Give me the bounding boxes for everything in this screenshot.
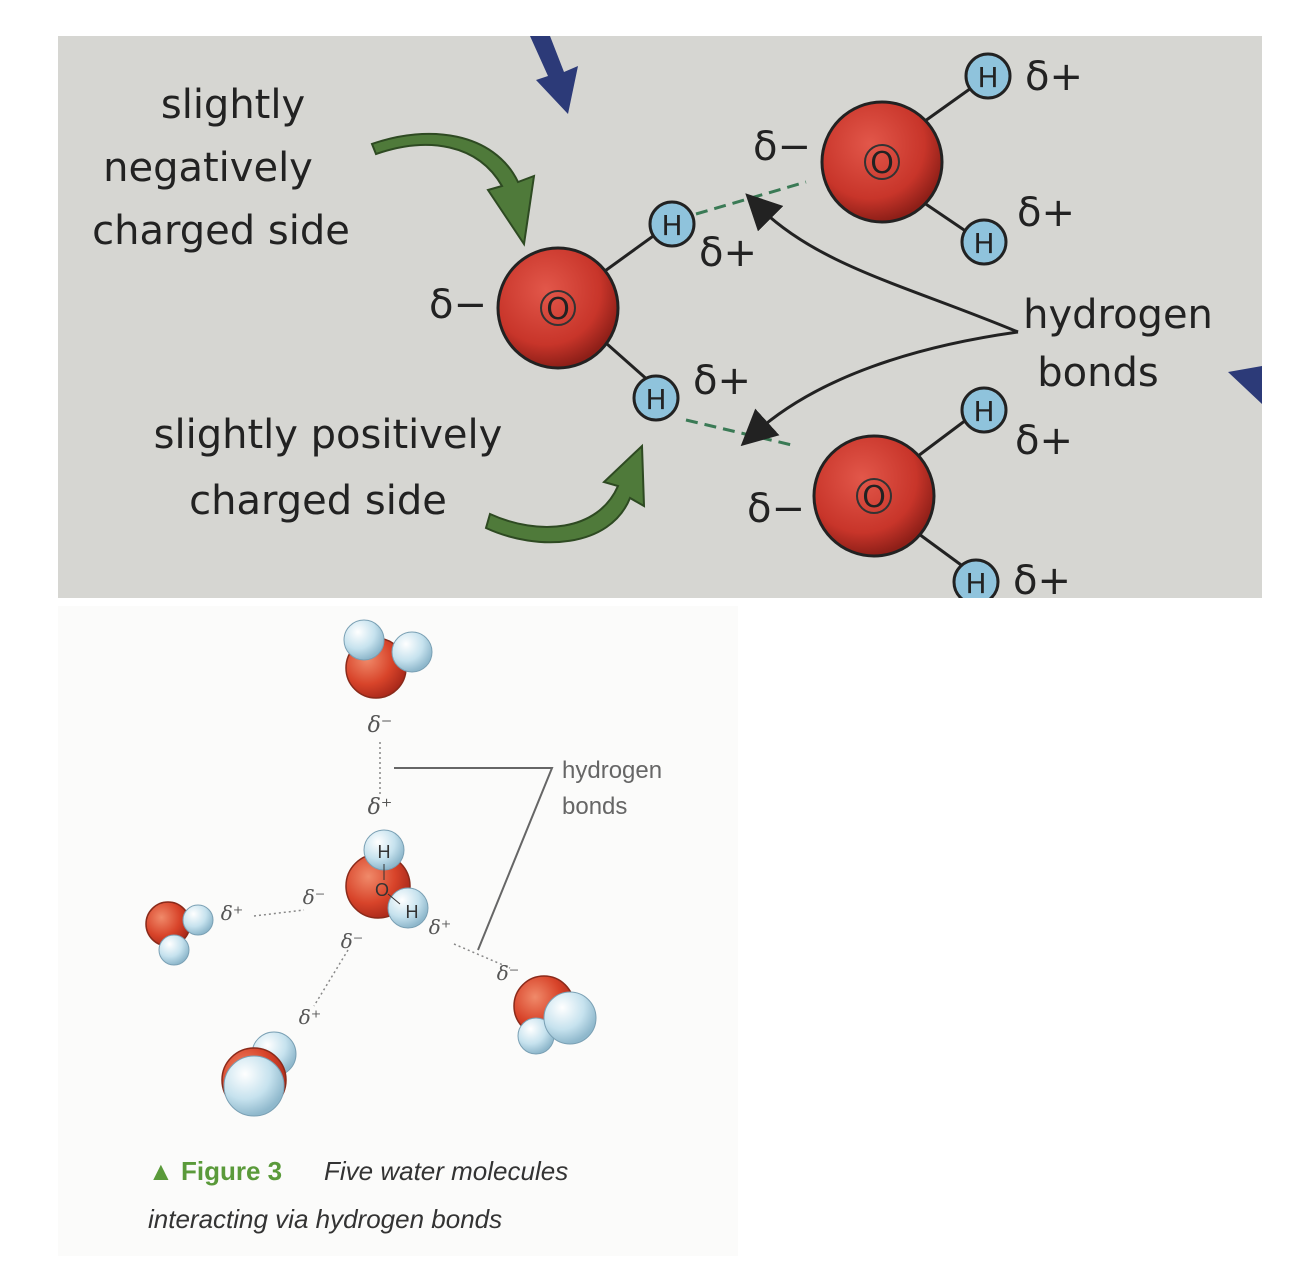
hydrogen-symbol: H <box>661 209 682 242</box>
blue-arrow-fragment-right <box>1228 366 1262 404</box>
delta-plus-label: δ⁺ <box>368 795 393 820</box>
oxygen-ring <box>856 478 892 514</box>
hbonds-leader-line <box>394 767 554 951</box>
hbond-dash-upper <box>695 180 807 216</box>
delta-plus: δ+ <box>1025 54 1083 100</box>
caption-line1: Five water molecules <box>324 1156 568 1186</box>
label-hbonds-line1: hydrogen <box>1023 292 1213 338</box>
label-negative-line3: charged side <box>92 208 350 254</box>
hydrogen-symbol: H <box>977 61 998 94</box>
bottom-diagram: H O H δ⁻ δ⁺ δ⁺ δ⁻ δ⁻ δ⁺ δ⁺ δ⁻ hydrogen b… <box>58 606 738 1256</box>
dotted-hbonds <box>253 742 511 1007</box>
blue-arrow-fragment-top <box>530 36 578 114</box>
hydrogen-atom-lower-right-top <box>960 386 1008 434</box>
delta-minus-label: δ⁻ <box>497 961 520 985</box>
center-hydrogen-symbol-right: H <box>406 902 419 922</box>
hydrogen-symbol: H <box>973 227 994 260</box>
center-hydrogen-symbol-top: H <box>378 842 391 862</box>
delta-plus: δ+ <box>1013 558 1071 598</box>
oxygen-atom-upper-right <box>820 100 944 224</box>
pointer-arrow-upper <box>745 193 1019 334</box>
delta-minus-center: δ− <box>429 282 487 328</box>
water-molecule-bottom-left <box>221 1031 297 1117</box>
figure-label: ▲ Figure 3 <box>148 1156 282 1186</box>
green-arrow-positive <box>484 443 646 544</box>
delta-minus: δ− <box>753 124 811 170</box>
hbonds-label-line1: hydrogen <box>562 757 662 784</box>
water-molecule-top <box>343 619 433 699</box>
label-negative-line2: negatively <box>103 145 313 191</box>
hydrogen-atom-upper-right-bottom <box>960 218 1008 266</box>
hydrogen-symbol: H <box>965 567 986 598</box>
delta-plus: δ+ <box>1017 190 1075 236</box>
oxygen-ring <box>540 290 576 326</box>
delta-plus-label: δ⁺ <box>429 915 452 939</box>
delta-plus-label: δ⁺ <box>221 901 244 925</box>
hydrogen-atom-upper-right-top <box>964 52 1012 100</box>
delta-plus: δ+ <box>699 230 757 276</box>
green-arrow-negative <box>370 132 536 247</box>
center-oxygen-symbol: O <box>375 880 389 900</box>
delta-minus-label: δ⁻ <box>368 713 393 738</box>
water-molecule-center <box>345 829 429 929</box>
label-hbonds-line2: bonds <box>1037 350 1158 396</box>
oxygen-atom-center <box>496 246 620 370</box>
pointer-arrow-lower <box>740 330 1019 447</box>
label-positive-line1: slightly positively <box>154 412 503 458</box>
water-molecule-left <box>145 901 214 966</box>
oxygen-atom-lower-right <box>812 434 936 558</box>
oxygen-ring <box>864 144 900 180</box>
top-diagram-svg: slightly negatively charged side slightl… <box>92 36 1262 598</box>
delta-plus-label: δ⁺ <box>299 1005 322 1029</box>
label-negative-line1: slightly <box>161 82 305 128</box>
oxygen-symbol-center: O <box>546 292 570 327</box>
delta-plus: δ+ <box>1015 418 1073 464</box>
hbonds-label-line2: bonds <box>562 793 627 820</box>
delta-minus-label: δ⁻ <box>303 885 326 909</box>
water-molecule-bottom-right <box>513 975 597 1055</box>
bottom-diagram-svg: H O H δ⁻ δ⁺ δ⁺ δ⁻ δ⁻ δ⁺ δ⁺ δ⁻ hydrogen b… <box>145 619 662 1234</box>
hbond-dash-lower <box>685 418 797 448</box>
hydrogen-symbol: H <box>973 395 994 428</box>
delta-minus-label: δ⁻ <box>341 929 364 953</box>
oxygen-symbol: O <box>870 146 894 181</box>
top-diagram: slightly negatively charged side slightl… <box>58 36 1262 598</box>
caption-line2: interacting via hydrogen bonds <box>148 1204 502 1234</box>
hydrogen-atom-lower-right-bottom <box>952 558 1000 598</box>
oxygen-symbol: O <box>862 480 886 515</box>
delta-plus: δ+ <box>693 358 751 404</box>
hydrogen-symbol: H <box>645 383 666 416</box>
delta-minus: δ− <box>747 486 805 532</box>
label-positive-line2: charged side <box>189 478 447 524</box>
hydrogen-atom-center-lower <box>632 374 680 422</box>
hydrogen-atom-center-upper <box>648 200 696 248</box>
